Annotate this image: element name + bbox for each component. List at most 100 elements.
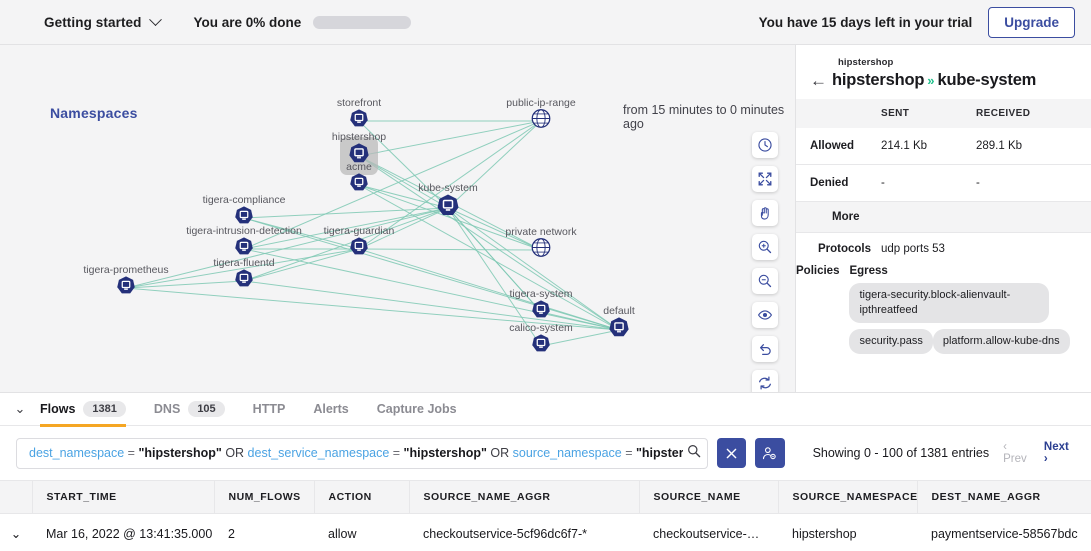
policies-direction: Egress xyxy=(849,265,888,277)
graph-node-public-ip-range[interactable] xyxy=(531,109,551,134)
policy-chip[interactable]: platform.allow-kube-dns xyxy=(932,328,1070,354)
traffic-row-label: Allowed xyxy=(796,128,881,165)
column-header[interactable]: START_TIME xyxy=(32,480,215,514)
eye-icon[interactable] xyxy=(752,302,778,328)
traffic-row-sent: 214.1 Kb xyxy=(881,128,976,165)
tab-label: Flows xyxy=(40,402,76,416)
graph-edges xyxy=(125,120,620,347)
detail-dest: kube-system xyxy=(937,71,1037,89)
traffic-table-header: SENT RECEIVED xyxy=(796,99,1091,128)
upgrade-button[interactable]: Upgrade xyxy=(988,6,1075,38)
chevron-down-icon xyxy=(148,12,162,26)
cell-dest_name_aggr: paymentservice-58567bdc xyxy=(917,513,1091,551)
column-header[interactable]: SOURCE_NAME xyxy=(639,480,779,514)
detail-title-row: ← hipstershop » kube-system xyxy=(810,71,1081,90)
column-header[interactable]: DEST_NAME_AGGR xyxy=(917,480,1091,514)
tab-badge: 105 xyxy=(188,401,225,417)
graph-node-private-network[interactable] xyxy=(531,238,551,263)
tab-label: Alerts xyxy=(313,402,349,416)
tab-http[interactable]: HTTP xyxy=(253,393,286,426)
graph-node-acme[interactable] xyxy=(349,173,369,198)
detail-source: hipstershop xyxy=(832,71,925,89)
back-arrow-icon[interactable]: ← xyxy=(810,71,827,90)
hand-icon[interactable] xyxy=(752,200,778,226)
cell-source_namespace: hipstershop xyxy=(778,513,917,551)
expand-icon[interactable] xyxy=(752,166,778,192)
graph-node-storefront[interactable] xyxy=(349,109,369,134)
traffic-row: Denied-- xyxy=(796,164,1091,202)
detail-panel: hipstershop ← hipstershop » kube-system … xyxy=(795,45,1091,392)
policies-values: Egress tigera-security.block-alienvault-… xyxy=(849,265,1091,360)
double-chevron-down-icon[interactable]: ⌄ xyxy=(14,401,26,416)
col-expand xyxy=(0,480,33,514)
cell-num_flows: 2 xyxy=(214,513,314,551)
trial-area: You have 15 days left in your trial Upgr… xyxy=(758,6,1091,38)
clock-icon[interactable] xyxy=(752,132,778,158)
double-chevron-right-icon: » xyxy=(927,73,935,88)
graph-node-tigera-prometheus[interactable] xyxy=(116,276,136,301)
column-header[interactable]: ACTION xyxy=(314,480,410,514)
search-bar: dest_namespace = "hipstershop" OR dest_s… xyxy=(0,426,1091,480)
undo-icon[interactable] xyxy=(752,336,778,362)
cell-action: allow xyxy=(314,513,409,551)
search-input[interactable]: dest_namespace = "hipstershop" OR dest_s… xyxy=(16,437,708,469)
page-title: Namespaces xyxy=(50,105,138,121)
pagination: ‹ Prev Next › xyxy=(1003,441,1075,465)
clear-search-button[interactable] xyxy=(717,438,747,468)
graph-node-tigera-fluentd[interactable] xyxy=(234,269,254,294)
getting-started-dropdown[interactable]: Getting started xyxy=(44,12,162,30)
top-bar: Getting started You are 0% done You have… xyxy=(0,0,1091,45)
graph-node-default[interactable] xyxy=(608,317,630,344)
col-sent: SENT xyxy=(881,108,910,119)
trial-text: You have 15 days left in your trial xyxy=(758,14,973,30)
showing-entries-label: Showing 0 - 100 of 1381 entries xyxy=(812,446,990,460)
graph-node-tigera-compliance[interactable] xyxy=(234,206,254,231)
column-header[interactable]: SOURCE_NAMESPACE xyxy=(778,480,918,514)
protocols-row: Protocols udp ports 53 xyxy=(796,233,1091,255)
col-blank xyxy=(796,99,881,128)
graph-node-tigera-intrusion-detection[interactable] xyxy=(234,237,254,262)
column-header[interactable]: SOURCE_NAME_AGGR xyxy=(409,480,640,514)
tab-capture-jobs[interactable]: Capture Jobs xyxy=(377,393,457,426)
tab-label: Capture Jobs xyxy=(376,402,457,416)
chevron-down-icon[interactable]: ⌄ xyxy=(0,513,32,551)
more-section-label[interactable]: More xyxy=(796,202,1091,233)
traffic-row-label: Denied xyxy=(796,164,881,202)
service-graph-panel[interactable]: Namespaces from 15 minutes to 0 minutes … xyxy=(0,45,795,392)
tab-label: HTTP xyxy=(252,402,286,416)
tab-alerts[interactable]: Alerts xyxy=(313,393,348,426)
cell-start_time: Mar 16, 2022 @ 13:41:35.000 xyxy=(32,513,214,551)
tab-dns[interactable]: DNS 105 xyxy=(154,393,225,426)
graph-node-kube-system[interactable] xyxy=(436,194,460,223)
zoom-in-icon[interactable] xyxy=(752,234,778,260)
zoom-out-icon[interactable] xyxy=(752,268,778,294)
protocols-label: Protocols xyxy=(817,243,871,255)
prev-page-button[interactable]: ‹ Prev xyxy=(1003,441,1027,465)
traffic-row-sent: - xyxy=(881,164,976,202)
column-header[interactable]: NUM_FLOWS xyxy=(214,480,315,514)
policy-chip[interactable]: tigera-security.block-alienvault-ipthrea… xyxy=(849,283,1050,323)
policy-chip[interactable]: security.pass xyxy=(849,328,933,354)
policies-label: Policies xyxy=(796,265,840,277)
graph-node-tigera-system[interactable] xyxy=(531,300,551,325)
refresh-icon[interactable] xyxy=(752,370,778,392)
cell-source_name: checkoutservice-… xyxy=(639,513,778,551)
next-page-button[interactable]: Next › xyxy=(1043,441,1069,465)
graph-node-calico-system[interactable] xyxy=(531,334,551,359)
search-icon[interactable] xyxy=(683,444,701,463)
graph-toolbar xyxy=(752,132,778,392)
graph-node-hipstershop[interactable] xyxy=(348,143,370,170)
graph-node-tigera-guardian[interactable] xyxy=(349,237,369,262)
user-settings-icon[interactable] xyxy=(755,438,785,468)
col-received: RECEIVED xyxy=(976,108,1031,119)
tab-label: DNS xyxy=(153,402,181,416)
traffic-row-received: - xyxy=(976,164,1091,202)
